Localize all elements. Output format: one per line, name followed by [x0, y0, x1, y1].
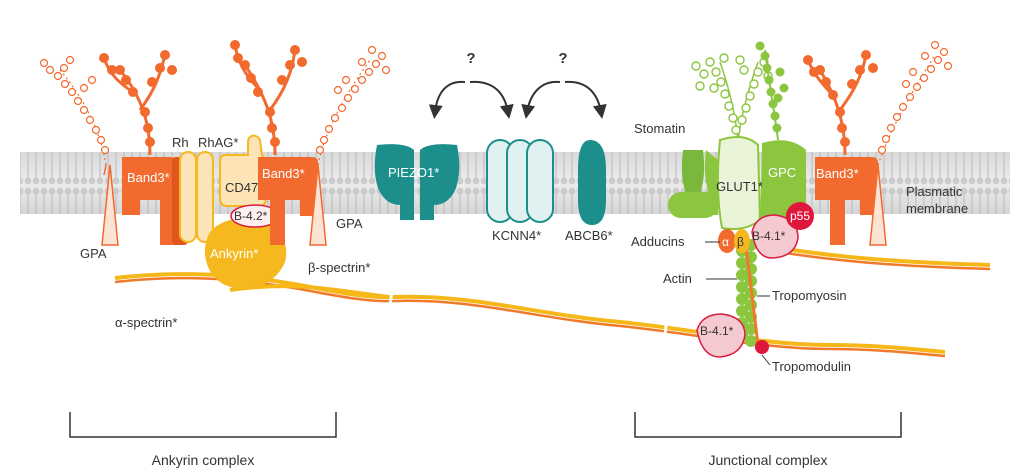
question-mark-right: ?: [558, 50, 567, 67]
label-band3-right: Band3*: [816, 166, 859, 181]
label-stomatin: Stomatin: [634, 121, 685, 136]
band3-right: [803, 50, 878, 245]
label-tropomyosin: Tropomyosin: [772, 288, 847, 303]
ankyrin: [205, 218, 287, 289]
rh-rhag-complex: [179, 151, 214, 243]
label-rh: Rh: [172, 135, 189, 150]
label-ankyrin-complex: Ankyrin complex: [152, 452, 255, 468]
label-b42: B-4.2*: [234, 209, 268, 223]
label-adducins: Adducins: [631, 234, 685, 249]
gpa-far-right: [869, 40, 953, 246]
band3-middle: [230, 40, 318, 245]
label-rhag: RhAG*: [198, 135, 238, 150]
b41-lower: [696, 313, 746, 358]
gpa-left: [39, 55, 119, 246]
label-kcnn4: KCNN4*: [492, 228, 541, 243]
label-beta-spectrin: β-spectrin*: [308, 260, 370, 275]
label-glut1: GLUT1*: [716, 179, 763, 194]
label-gpa-right: GPA: [336, 216, 363, 231]
tropomodulin: [755, 340, 769, 354]
label-junctional-complex: Junctional complex: [708, 452, 827, 468]
glut1-glycan: [691, 53, 773, 141]
p55: [786, 202, 814, 230]
leader-lines: [705, 241, 771, 366]
actin-filament: [736, 234, 760, 347]
label-gpc: GPC: [768, 165, 796, 180]
bracket-junctional-complex: [634, 412, 902, 438]
abcb6: [578, 140, 606, 225]
label-band3-middle: Band3*: [262, 166, 305, 181]
transport-arrows: [428, 80, 607, 119]
gpa-right: [309, 45, 391, 246]
label-actin: Actin: [663, 271, 692, 286]
label-alpha-spectrin: α-spectrin*: [115, 315, 177, 330]
label-band3-left: Band3*: [127, 170, 170, 185]
b41-upper: [751, 214, 799, 259]
glut1: [716, 135, 762, 230]
label-b41-upper: B-4.1*: [752, 229, 786, 243]
stomatin: [668, 150, 718, 218]
label-cd47: CD47: [225, 180, 258, 195]
question-mark-left: ?: [466, 50, 475, 67]
label-alpha-adducin: α: [722, 235, 729, 249]
label-abcb6: ABCB6*: [565, 228, 613, 243]
kcnn4: [486, 139, 554, 223]
label-b41-lower: B-4.1*: [700, 324, 734, 338]
label-piezo1: PIEZO1*: [388, 165, 439, 180]
label-beta-adducin: β: [737, 235, 744, 249]
piezo1: [374, 144, 460, 220]
label-gpa-left: GPA: [80, 246, 107, 261]
bracket-ankyrin-complex: [69, 412, 337, 438]
label-ankyrin: Ankyrin*: [210, 246, 258, 261]
label-tropomodulin: Tropomodulin: [772, 359, 851, 374]
adducins: [718, 229, 750, 253]
label-p55: p55: [790, 209, 810, 223]
